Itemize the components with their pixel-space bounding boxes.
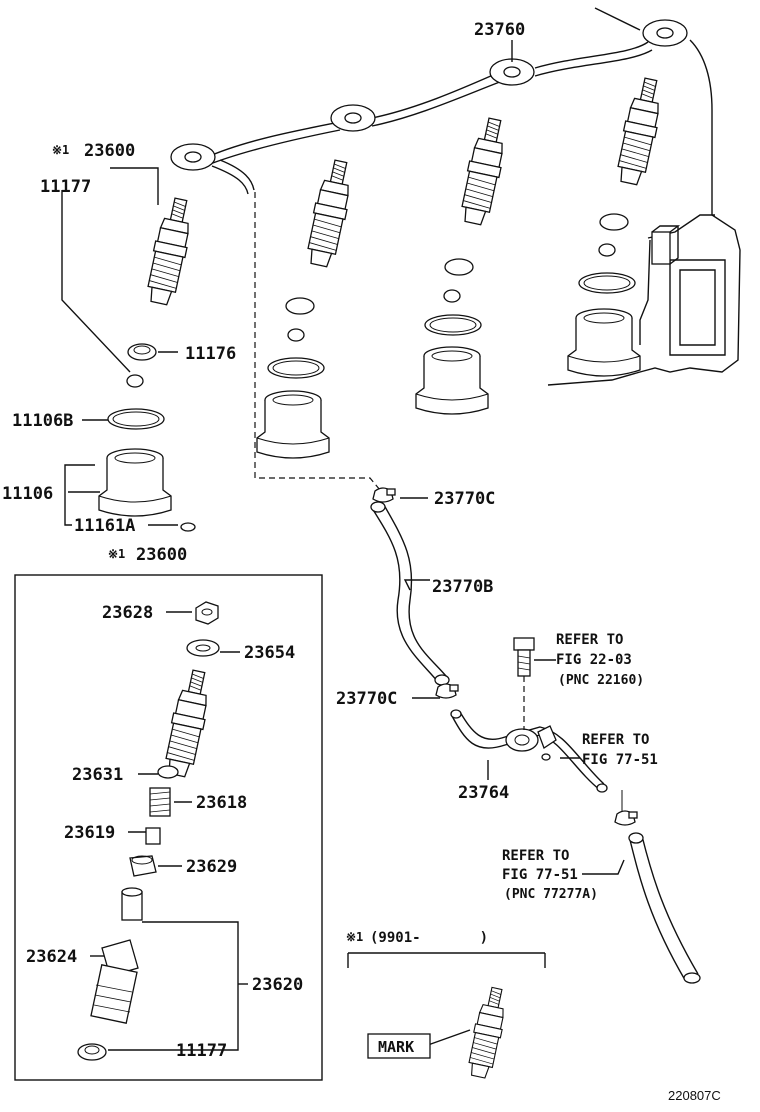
label-11106b: 11106B [12,411,73,431]
leak-line-dashed [254,192,381,491]
label-23600-top: 23600 [84,141,135,161]
ref3-line2: FIG 77-51 [502,867,578,883]
fuel-pipe-set [170,19,688,195]
label-23618: 23618 [196,793,247,813]
mark-note-symbol: ※1 [346,930,363,944]
ref1-line1: REFER TO [556,632,623,648]
label-23600-box: 23600 [136,545,187,565]
label-note-injector-box: ※1 [108,547,125,561]
ref3-line3: (PNC 77277A) [504,887,598,902]
ref1-line2: FIG 22-03 [556,652,632,668]
label-23624: 23624 [26,947,77,967]
injector-exploded-parts [77,601,220,1061]
mark-label-box [367,1033,431,1059]
label-23628: 23628 [102,603,153,623]
label-11161a: 11161A [74,516,135,536]
label-11177-box: 11177 [176,1041,227,1061]
o-rings [107,272,636,430]
diagram-code: 220807C [668,1088,721,1103]
label-11176: 11176 [185,344,236,364]
label-note-injector-top: ※1 [52,143,69,157]
label-11106: 11106 [2,484,53,504]
label-23760: 23760 [474,20,525,40]
mark-label: MARK [378,1038,414,1056]
injector-assemblies [142,75,668,308]
combustion-sleeves [98,308,641,517]
label-23770c-lower: 23770C [336,689,397,709]
label-23764: 23764 [458,783,509,803]
ref2-line2: FIG 77-51 [582,752,658,768]
label-23770c-upper: 23770C [434,489,495,509]
ref3-line1: REFER TO [502,848,569,864]
label-23631: 23631 [72,765,123,785]
cylinder-head-outline [547,7,741,386]
leader-lines [61,40,625,1051]
label-23619: 23619 [64,823,115,843]
marked-injector [347,952,546,1080]
label-23629: 23629 [186,857,237,877]
leakage-hose-system [370,487,701,984]
label-11177-top: 11177 [40,177,91,197]
ref2-line1: REFER TO [582,732,649,748]
ref1-line3: (PNC 22160) [558,673,644,688]
label-23770b: 23770B [432,577,493,597]
part-labels: 23760 ※1 23600 11177 11176 11106B 11106 … [2,20,721,1103]
label-23620: 23620 [252,975,303,995]
injector-exploded-box [14,574,323,1081]
mark-note-range: (9901- ) [370,930,488,946]
seats-and-washers [126,213,629,532]
label-23654: 23654 [244,643,295,663]
